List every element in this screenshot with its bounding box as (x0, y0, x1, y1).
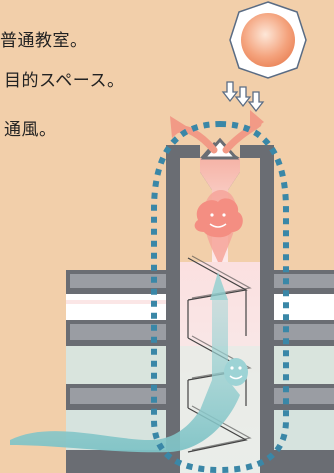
text-line-2: 目的スペース。 (4, 71, 125, 91)
down-arrow-icon (221, 81, 265, 113)
text-line-1: 普通教室。 (0, 31, 88, 51)
sun-icon (229, 1, 307, 79)
text-line-3: 通風。 (4, 120, 57, 140)
cool-air-flow (10, 272, 248, 453)
character-face-icon (224, 358, 248, 386)
warm-air-flow (170, 110, 264, 262)
character-face-icon (194, 198, 243, 238)
ventilation-boundary (151, 120, 289, 473)
